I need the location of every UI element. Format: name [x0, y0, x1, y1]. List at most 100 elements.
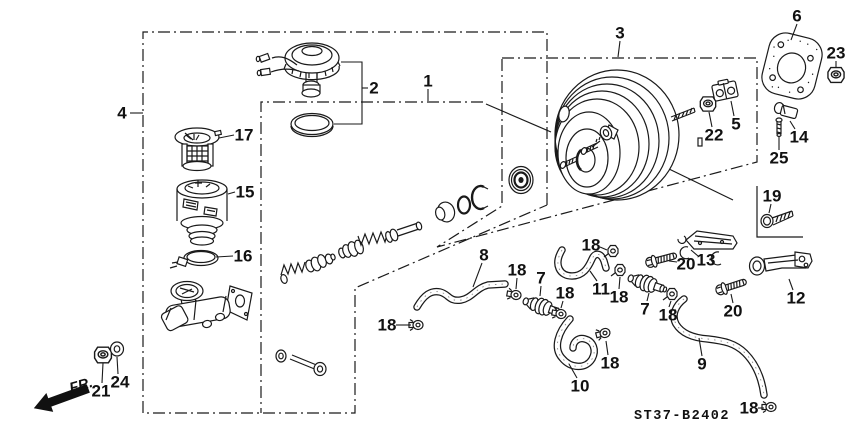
callout-label-8[interactable]: 8	[479, 246, 488, 265]
callout-label-19[interactable]: 19	[763, 187, 782, 206]
fr-direction-arrow: FR.	[33, 375, 95, 412]
callout-label-18[interactable]: 18	[659, 306, 678, 325]
bolt-19	[760, 210, 794, 229]
nut-21	[93, 346, 113, 364]
callout-label-24[interactable]: 24	[111, 373, 130, 392]
callout-label-7[interactable]: 7	[640, 300, 649, 319]
callout-leader-7	[539, 285, 542, 297]
booster-mount-stud	[670, 107, 696, 122]
group-outline-19	[756, 186, 803, 238]
callout-leader-18	[560, 300, 564, 309]
callout-label-16[interactable]: 16	[234, 247, 253, 266]
reservoir-cap	[255, 42, 341, 98]
callout-label-20[interactable]: 20	[677, 255, 696, 274]
callout-leader-18	[668, 300, 672, 308]
circlip	[470, 184, 489, 211]
bolt-20	[643, 248, 679, 270]
callout-label-22[interactable]: 22	[705, 126, 724, 145]
callout-label-12[interactable]: 12	[787, 289, 806, 308]
reservoir-strainer	[174, 127, 223, 172]
bracket-13	[677, 230, 738, 266]
group-outline-1	[260, 101, 483, 413]
callout-label-3[interactable]: 3	[615, 24, 624, 43]
clip-18	[761, 400, 777, 414]
callout-leader-11	[589, 270, 598, 282]
callout-label-18[interactable]: 18	[556, 284, 575, 303]
callout-label-10[interactable]: 10	[571, 377, 590, 396]
bolt-14	[773, 101, 799, 120]
booster-pushrod-clevis	[591, 124, 619, 148]
callout-label-18[interactable]: 18	[582, 236, 601, 255]
callout-label-4[interactable]: 4	[117, 104, 127, 123]
hose-11	[554, 246, 610, 280]
callout-leader-19	[768, 203, 772, 214]
bracket-12	[748, 251, 813, 276]
clip-18	[603, 244, 619, 258]
group-outline-4	[142, 31, 548, 414]
clip-18	[408, 318, 424, 332]
callout-label-2[interactable]: 2	[369, 79, 378, 98]
booster-gasket	[761, 32, 823, 100]
callout-leader-6	[790, 23, 798, 41]
callout-leader-20	[668, 260, 678, 263]
callout-leader-2	[334, 61, 363, 125]
callout-leader-20	[730, 293, 734, 304]
booster-stud	[559, 156, 578, 169]
callout-leader-8	[472, 262, 483, 288]
washer-24	[109, 341, 125, 357]
callout-leader-10	[568, 363, 578, 379]
callout-leader-18	[605, 340, 609, 356]
callout-label-6[interactable]: 6	[792, 7, 801, 26]
callout-leader-18	[618, 276, 621, 290]
callout-leader-3	[617, 40, 621, 58]
callout-leader-12	[788, 278, 794, 291]
callout-leader-18	[515, 277, 518, 290]
callout-label-18[interactable]: 18	[378, 316, 397, 335]
nut-23	[827, 66, 845, 84]
callout-leader-17	[218, 134, 235, 139]
callout-leader-18	[599, 246, 608, 251]
stopper-bolt	[275, 349, 327, 377]
tube-clip	[711, 78, 739, 102]
cap-seal	[290, 112, 334, 138]
callout-label-13[interactable]: 13	[697, 251, 716, 270]
callout-label-11[interactable]: 11	[592, 280, 610, 299]
callout-leader-9	[698, 337, 703, 357]
callout-label-18[interactable]: 18	[740, 399, 759, 418]
diagram-code: ST37-B2402	[634, 409, 730, 424]
booster-stud	[580, 142, 599, 155]
callout-leader-13	[690, 249, 699, 257]
callout-label-20[interactable]: 20	[724, 302, 743, 321]
callout-label-1[interactable]: 1	[423, 72, 432, 91]
seal-bushing	[434, 201, 456, 223]
callout-label-14[interactable]: 14	[790, 128, 809, 147]
hose-9	[670, 295, 768, 399]
callout-leader-24	[116, 356, 119, 375]
callout-label-25[interactable]: 25	[770, 149, 789, 168]
hose-clamp	[169, 249, 219, 269]
callout-leader-22	[708, 111, 713, 128]
callout-label-9[interactable]: 9	[697, 355, 706, 374]
callout-label-21[interactable]: 21	[92, 382, 111, 401]
callout-label-15[interactable]: 15	[236, 183, 255, 202]
hose-8	[413, 280, 509, 311]
callout-label-23[interactable]: 23	[827, 44, 846, 63]
callout-leader-15	[227, 191, 236, 195]
callout-label-18[interactable]: 18	[610, 288, 629, 307]
callout-leader-14	[789, 120, 796, 130]
brake-booster	[554, 69, 703, 201]
check-valve-7	[625, 269, 670, 299]
callout-label-5[interactable]: 5	[731, 115, 740, 134]
fr-label: FR.	[68, 375, 95, 397]
master-cylinder-body	[160, 280, 253, 332]
reservoir-tank	[176, 179, 228, 246]
hose-10	[553, 315, 598, 371]
callout-leader-7	[646, 292, 650, 302]
callout-leader-21	[101, 362, 104, 384]
callout-label-18[interactable]: 18	[601, 354, 620, 373]
callout-label-7[interactable]: 7	[536, 269, 545, 288]
callout-label-18[interactable]: 18	[508, 261, 527, 280]
callout-label-17[interactable]: 17	[235, 126, 254, 145]
